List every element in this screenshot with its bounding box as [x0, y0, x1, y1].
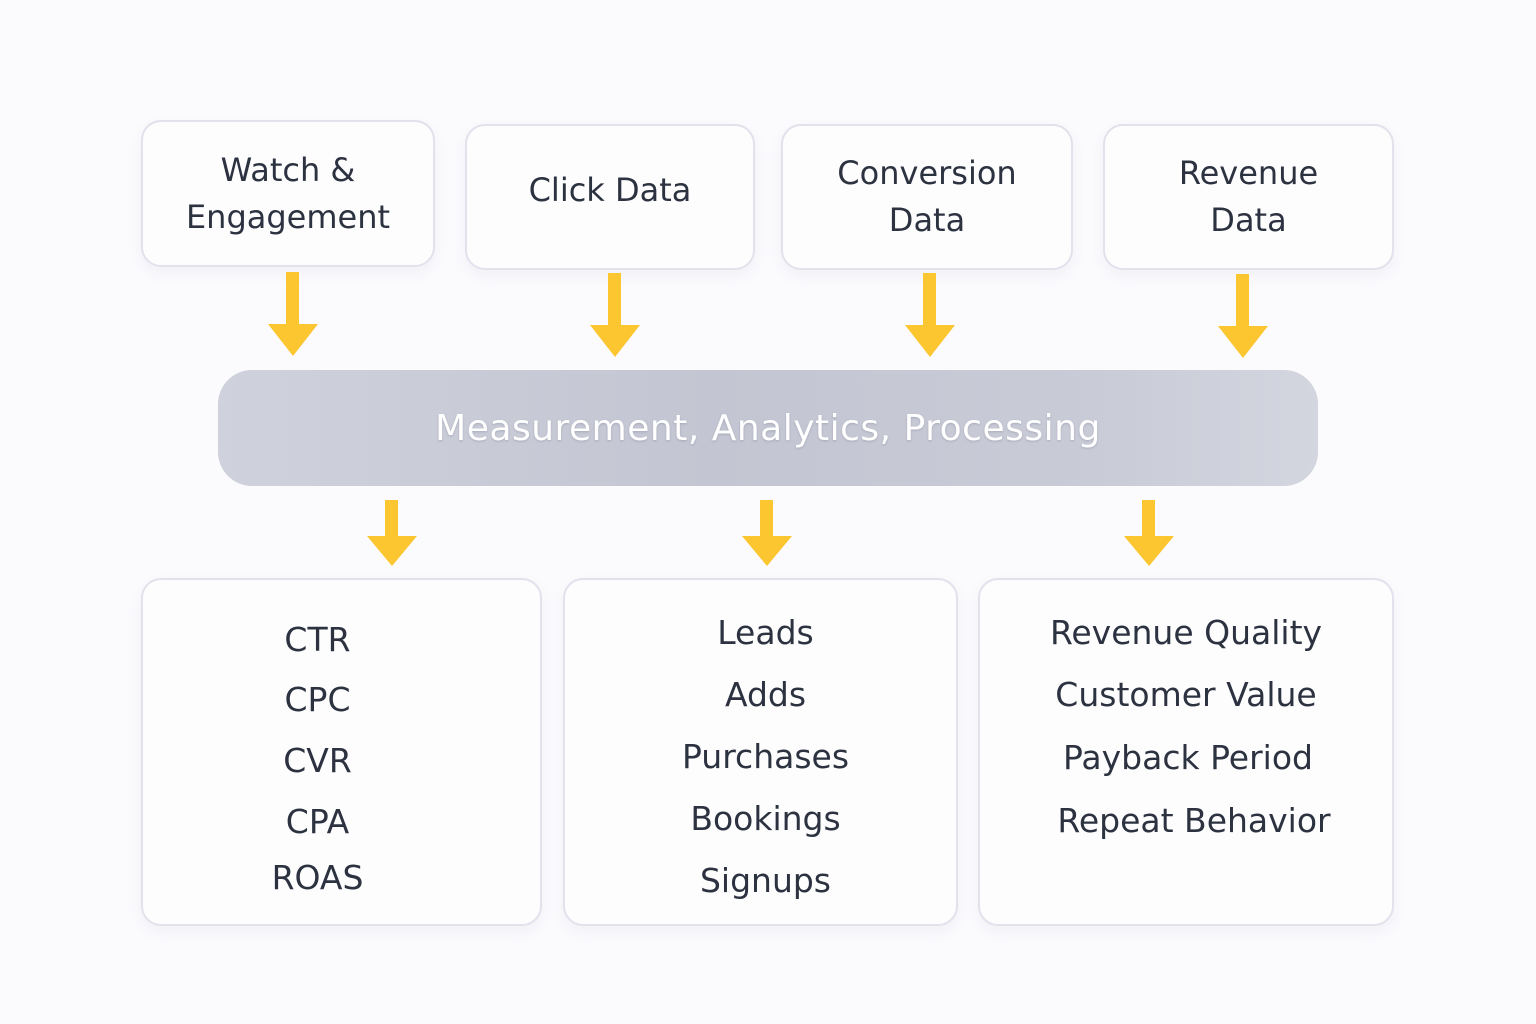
source-label-line2: Data — [888, 201, 966, 239]
event-item: Leads — [717, 613, 814, 652]
arrow-down-icon — [1124, 500, 1174, 566]
arrow-down-icon — [367, 500, 417, 566]
revenue-item: Customer Value — [1055, 675, 1317, 714]
metric-item: ROAS — [271, 858, 364, 897]
metric-item: CPA — [285, 802, 350, 841]
source-label-line2: Engagement — [185, 197, 391, 236]
source-box-conversion-data: Conversion Data — [781, 124, 1073, 270]
output-box-revenue-metrics: Revenue Quality Customer Value Payback P… — [978, 578, 1394, 926]
source-label-line1: Watch & — [220, 150, 356, 189]
output-box-conversion-events: Leads Adds Purchases Bookings Signups — [563, 578, 958, 926]
event-item: Purchases — [681, 737, 850, 776]
revenue-item: Revenue Quality — [1049, 613, 1323, 652]
event-item: Bookings — [690, 799, 841, 838]
metric-item: CVR — [283, 741, 352, 780]
event-item: Adds — [724, 675, 807, 714]
hub-label: Measurement, Analytics, Processing — [435, 407, 1101, 449]
source-label-line1: Click Data — [528, 170, 692, 209]
source-label-line1: Revenue — [1178, 154, 1319, 192]
revenue-item: Payback Period — [1063, 738, 1313, 777]
source-box-click-data: Click Data — [465, 124, 755, 270]
source-label-line1: Conversion — [837, 154, 1017, 192]
metric-item: CPC — [284, 680, 351, 719]
arrow-down-icon — [742, 500, 792, 566]
event-item: Signups — [699, 861, 832, 900]
revenue-item: Repeat Behavior — [1057, 801, 1331, 840]
arrow-down-icon — [1218, 274, 1268, 358]
source-label-line2: Data — [1210, 201, 1287, 239]
source-box-revenue-data: Revenue Data — [1103, 124, 1394, 270]
arrow-down-icon — [268, 272, 318, 356]
source-box-watch-engagement: Watch & Engagement — [141, 120, 435, 267]
output-box-performance-metrics: CTR CPC CVR CPA ROAS — [141, 578, 542, 926]
arrow-down-icon — [905, 273, 955, 357]
metric-item: CTR — [284, 620, 351, 659]
arrow-down-icon — [590, 273, 640, 357]
processing-hub: Measurement, Analytics, Processing — [218, 370, 1318, 486]
